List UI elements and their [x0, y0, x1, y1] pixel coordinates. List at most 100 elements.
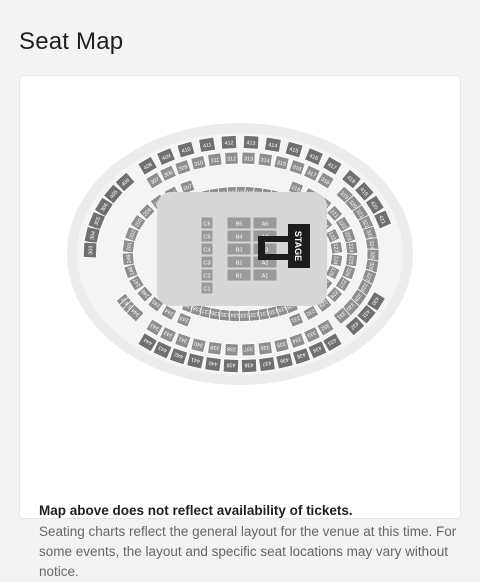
section-309[interactable]: 309 [174, 159, 192, 176]
section-413[interactable]: 413 [242, 134, 260, 150]
section-228[interactable]: 228 [325, 285, 344, 304]
floor-section-B3[interactable]: B3 [226, 242, 252, 256]
section-124[interactable]: 124 [329, 253, 344, 267]
section-245[interactable]: 245 [147, 295, 165, 313]
section-125[interactable]: 125 [324, 264, 341, 281]
section-201[interactable]: 201 [121, 239, 136, 254]
section-441[interactable]: 441 [186, 352, 205, 370]
section-416[interactable]: 416 [304, 147, 324, 167]
section-339[interactable]: 339 [207, 340, 223, 356]
section-418[interactable]: 418 [340, 168, 362, 190]
section-123[interactable]: 123 [329, 241, 344, 255]
floor-section-B4[interactable]: B4 [226, 229, 252, 243]
section-406[interactable]: 406 [114, 171, 136, 193]
section-225[interactable]: 225 [345, 253, 359, 268]
section-337[interactable]: 337 [241, 343, 256, 357]
section-417[interactable]: 417 [322, 155, 343, 176]
section-304[interactable]: 304 [83, 226, 101, 245]
section-442[interactable]: 442 [168, 347, 189, 366]
section-341[interactable]: 341 [174, 332, 192, 349]
section-336[interactable]: 336 [257, 340, 273, 356]
section-331[interactable]: 331 [332, 306, 352, 326]
section-317[interactable]: 317 [302, 164, 321, 182]
floor-section-C4[interactable]: C4 [200, 242, 214, 256]
section-312[interactable]: 312 [224, 151, 239, 165]
section-313[interactable]: 313 [241, 151, 256, 165]
section-307[interactable]: 307 [145, 171, 164, 190]
section-343[interactable]: 343 [145, 318, 164, 337]
section-440[interactable]: 440 [204, 356, 222, 373]
section-411[interactable]: 411 [198, 136, 217, 153]
section-408[interactable]: 408 [137, 155, 158, 176]
section-414[interactable]: 414 [263, 136, 282, 153]
section-204[interactable]: 204 [138, 202, 156, 221]
section-434[interactable]: 434 [307, 340, 328, 360]
section-306[interactable]: 306 [93, 196, 114, 218]
section-224[interactable]: 224 [345, 240, 359, 255]
section-409[interactable]: 409 [156, 147, 176, 167]
section-222[interactable]: 222 [334, 215, 352, 233]
section-412[interactable]: 412 [220, 134, 238, 150]
section-333[interactable]: 333 [302, 326, 321, 344]
section-314[interactable]: 314 [257, 152, 273, 168]
section-230[interactable]: 230 [302, 304, 320, 322]
section-243[interactable]: 243 [175, 311, 193, 328]
section-136[interactable]: 136 [208, 307, 223, 321]
section-436[interactable]: 436 [275, 352, 294, 370]
section-444[interactable]: 444 [137, 332, 158, 353]
section-335[interactable]: 335 [273, 337, 290, 354]
stage-block[interactable] [288, 224, 310, 268]
section-223[interactable]: 223 [341, 227, 357, 244]
section-419[interactable]: 419 [353, 180, 375, 202]
floor-section-C3[interactable]: C3 [200, 255, 214, 269]
section-246[interactable]: 246 [136, 285, 154, 303]
section-248[interactable]: 248 [123, 263, 139, 280]
floor-section-B5[interactable]: B5 [226, 216, 252, 230]
section-438[interactable]: 438 [240, 358, 258, 374]
section-122[interactable]: 122 [324, 227, 341, 244]
section-231[interactable]: 231 [287, 311, 305, 328]
section-344[interactable]: 344 [125, 303, 145, 323]
section-227[interactable]: 227 [334, 275, 352, 293]
section-244[interactable]: 244 [160, 304, 178, 322]
floor-section-B2[interactable]: B2 [226, 255, 252, 269]
section-342[interactable]: 342 [159, 326, 178, 344]
section-410[interactable]: 410 [176, 140, 196, 159]
section-303[interactable]: 303 [82, 241, 98, 259]
floor-section-C2[interactable]: C2 [200, 268, 214, 282]
section-432[interactable]: 432 [344, 315, 366, 337]
floor-section-C5[interactable]: C5 [200, 229, 214, 243]
section-433[interactable]: 433 [322, 332, 343, 353]
section-420[interactable]: 420 [364, 194, 385, 216]
section-226[interactable]: 226 [341, 264, 357, 281]
section-338[interactable]: 338 [224, 343, 239, 357]
section-311[interactable]: 311 [207, 152, 223, 168]
section-202[interactable]: 202 [124, 226, 140, 243]
section-221[interactable]: 221 [325, 204, 344, 223]
section-332[interactable]: 332 [316, 318, 335, 337]
section-421[interactable]: 421 [373, 209, 393, 230]
section-315[interactable]: 315 [273, 154, 290, 171]
section-308[interactable]: 308 [159, 164, 178, 182]
section-247[interactable]: 247 [128, 274, 145, 292]
floor-section-C1[interactable]: C1 [200, 281, 214, 295]
section-318[interactable]: 318 [316, 171, 335, 190]
floor-section-C6[interactable]: C6 [200, 216, 214, 230]
section-310[interactable]: 310 [190, 154, 207, 171]
section-431[interactable]: 431 [356, 303, 377, 325]
section-430[interactable]: 430 [365, 290, 386, 312]
section-249[interactable]: 249 [121, 251, 135, 266]
section-340[interactable]: 340 [190, 337, 207, 354]
section-439[interactable]: 439 [222, 358, 240, 374]
floor-section-A1[interactable]: A1 [252, 268, 278, 282]
section-435[interactable]: 435 [291, 347, 312, 366]
section-437[interactable]: 437 [258, 356, 276, 373]
section-316[interactable]: 316 [288, 159, 306, 176]
floor-section-B1[interactable]: B1 [226, 268, 252, 282]
floor-section-A5[interactable]: A5 [252, 216, 278, 230]
section-405[interactable]: 405 [102, 183, 124, 205]
section-334[interactable]: 334 [288, 332, 306, 349]
section-415[interactable]: 415 [284, 140, 304, 159]
section-203[interactable]: 203 [129, 213, 147, 232]
